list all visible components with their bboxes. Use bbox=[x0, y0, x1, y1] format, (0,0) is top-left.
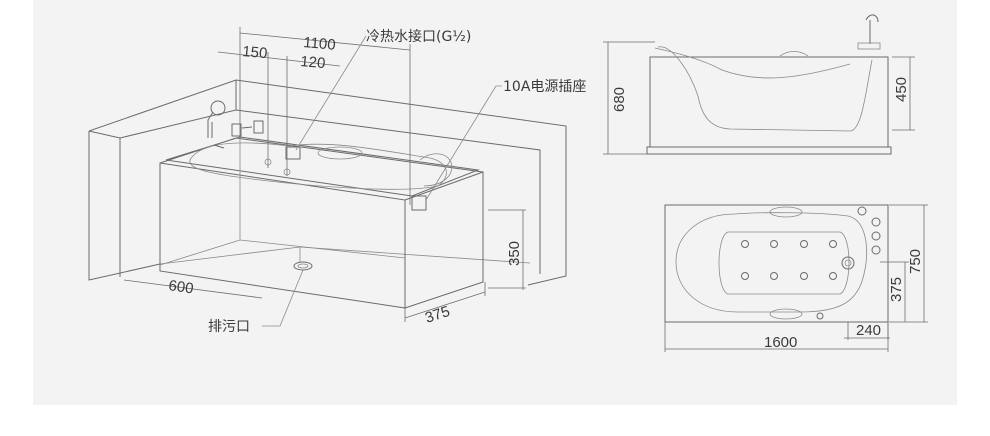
dim-line-375-persp bbox=[404, 282, 486, 322]
label-375-plan: 375 bbox=[888, 277, 905, 302]
plan-outline bbox=[664, 204, 889, 323]
knob-4 bbox=[871, 245, 881, 255]
label-150: 150 bbox=[242, 43, 268, 62]
plan-inner-floor bbox=[718, 231, 850, 295]
plan-drain bbox=[841, 256, 855, 270]
dim-line-350 bbox=[488, 209, 526, 290]
drain-label: 排污口 bbox=[208, 319, 250, 335]
dim-line-600 bbox=[123, 279, 263, 299]
tub-basin bbox=[189, 142, 447, 190]
faucet-handle-left bbox=[231, 123, 242, 137]
faucet-handle-right bbox=[253, 120, 264, 134]
jet bbox=[800, 240, 808, 248]
side-shower bbox=[865, 14, 879, 44]
knob-3 bbox=[871, 231, 881, 241]
perspective-view: 1100 150 120 冷热水接口(G½) 10A电源插座 排污口 600 3… bbox=[88, 27, 586, 335]
knob-2 bbox=[871, 217, 881, 227]
dim-line-1600 bbox=[664, 322, 889, 352]
shower-hose bbox=[207, 111, 214, 138]
side-elevation: 680 450 bbox=[603, 14, 915, 155]
faucet-set bbox=[207, 100, 427, 211]
dim-line-680 bbox=[603, 41, 655, 155]
side-backrest bbox=[654, 47, 851, 79]
dim-line-750 bbox=[889, 204, 928, 323]
plan-pillow-top bbox=[769, 206, 803, 218]
drain-inner bbox=[297, 263, 309, 269]
power-socket-box bbox=[411, 195, 427, 211]
knob-1 bbox=[857, 206, 867, 216]
label-120: 120 bbox=[300, 53, 326, 72]
dim-line-150-120 bbox=[217, 51, 341, 176]
shower-head-icon bbox=[210, 100, 226, 116]
drain-leader bbox=[262, 269, 304, 327]
jet bbox=[800, 272, 808, 280]
label-1100: 1100 bbox=[303, 34, 337, 54]
socket-label: 10A电源插座 bbox=[503, 79, 586, 95]
inlet-leader bbox=[295, 35, 367, 151]
label-600: 600 bbox=[167, 277, 194, 297]
floor-line bbox=[159, 246, 531, 265]
spout bbox=[213, 126, 253, 149]
side-outline bbox=[646, 56, 892, 155]
tub-rim bbox=[159, 136, 484, 197]
label-375-persp: 375 bbox=[423, 303, 452, 327]
plan-drain-inner bbox=[844, 259, 852, 267]
inlet-label: 冷热水接口(G½) bbox=[366, 28, 471, 45]
jets-grid bbox=[741, 240, 837, 280]
label-680: 680 bbox=[611, 87, 628, 112]
plan-pillow-bottom bbox=[769, 308, 803, 320]
label-350: 350 bbox=[506, 241, 523, 266]
side-rim-bump bbox=[779, 51, 809, 57]
side-faucet bbox=[857, 42, 881, 50]
tub-pillow bbox=[317, 146, 363, 160]
label-1600: 1600 bbox=[764, 334, 797, 351]
label-450: 450 bbox=[893, 77, 910, 102]
drain-outlet bbox=[293, 261, 313, 271]
label-240: 240 bbox=[856, 322, 881, 339]
water-inlet-box bbox=[285, 146, 301, 160]
socket-leader bbox=[425, 85, 502, 201]
dim-line-375-plan bbox=[880, 261, 909, 322]
jet bbox=[770, 240, 778, 248]
dim-line-1100 bbox=[239, 27, 411, 205]
jet bbox=[829, 240, 837, 248]
side-inner bbox=[657, 46, 873, 132]
drawing-panel bbox=[33, 0, 957, 405]
wall-outline bbox=[88, 79, 567, 286]
jet bbox=[829, 272, 837, 280]
tub-headrest bbox=[419, 153, 453, 187]
jet bbox=[741, 240, 749, 248]
jet bbox=[741, 272, 749, 280]
plan-view: 750 375 240 1600 bbox=[664, 204, 928, 352]
jet bbox=[770, 272, 778, 280]
dim-line-450 bbox=[892, 56, 915, 131]
knob-5 bbox=[816, 312, 824, 320]
plan-basin bbox=[675, 212, 867, 313]
label-750: 750 bbox=[907, 249, 924, 274]
hidden-lines bbox=[159, 137, 406, 266]
